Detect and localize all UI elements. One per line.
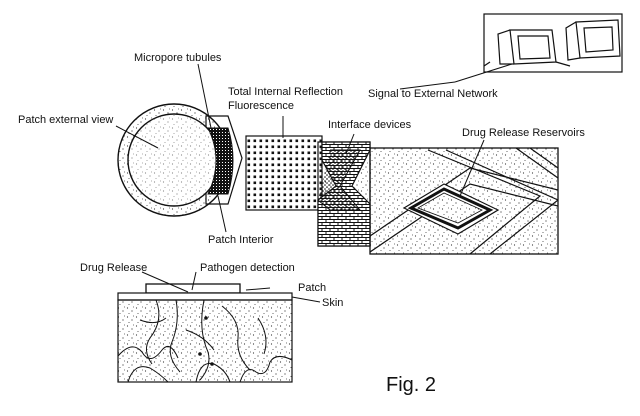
label-patch-interior: Patch Interior [208,234,274,246]
computer-workstation [483,13,623,73]
label-interface-devices: Interface devices [328,119,412,131]
label-drug-release: Drug Release [80,262,148,274]
label-micropore-tubules: Micropore tubules [134,52,222,64]
interface-devices-drawing [317,141,371,247]
label-patch: Patch [298,282,327,294]
label-tirf-line2: Fluorescence [228,100,295,112]
label-patch-external-view: Patch external view [18,114,114,126]
patch-external-view-drawing [117,103,243,217]
label-pathogen-detection: Pathogen detection [200,262,295,274]
leader-lines [115,63,513,303]
drug-release-reservoir-panel [369,147,559,255]
label-signal-external: Signal to External Network [368,88,498,100]
skin-cross-section [117,283,293,383]
skin-surface-layer [117,292,293,301]
figure-caption: Fig. 2 [386,374,437,396]
label-drug-release-reservoirs: Drug Release Reservoirs [462,127,585,139]
label-skin: Skin [322,297,344,309]
tirf-grid-block [245,135,323,211]
label-tirf-line1: Total Internal Reflection [228,86,343,98]
